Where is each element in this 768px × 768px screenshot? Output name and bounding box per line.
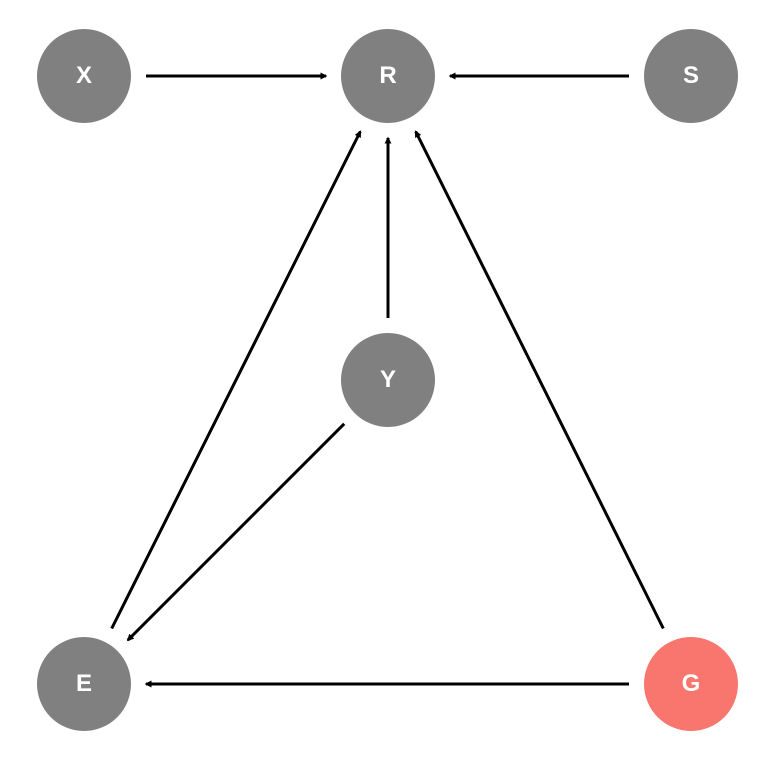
node-e: E bbox=[37, 637, 131, 731]
node-g-label: G bbox=[681, 670, 701, 697]
node-r: R bbox=[341, 29, 435, 123]
node-x: X bbox=[37, 29, 131, 123]
node-r-label: R bbox=[379, 62, 397, 89]
node-x-label: X bbox=[75, 62, 92, 89]
edge-e-to-r bbox=[110, 130, 362, 630]
node-y-label: Y bbox=[379, 366, 396, 393]
node-s-label: S bbox=[682, 62, 699, 89]
node-s: S bbox=[644, 29, 738, 123]
edge-g-to-r bbox=[414, 130, 665, 630]
node-g: G bbox=[644, 637, 738, 731]
edge-y-to-e bbox=[126, 422, 346, 642]
node-e-label: E bbox=[75, 670, 92, 697]
node-y: Y bbox=[341, 333, 435, 427]
